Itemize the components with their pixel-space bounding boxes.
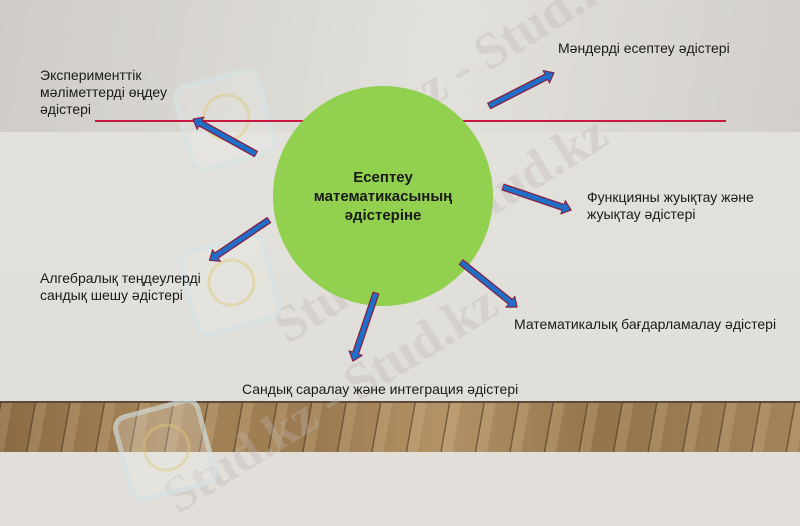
arrow-icon-to-value-computation	[485, 66, 558, 113]
arrow-icon-to-math-programming	[456, 256, 523, 314]
arrow-icon-to-experimental-data	[189, 112, 260, 161]
branch-label-numerical-diff-integration: Сандық саралау және интеграция әдістері	[242, 381, 519, 397]
central-text-line-1: Есептеу	[353, 168, 413, 186]
branch-label-function-approximation: Функцияны жуықтау және жуықтау әдістері	[587, 189, 754, 222]
central-text-line-3: әдістеріне	[344, 206, 422, 224]
arrow-icon-to-algebraic-equations	[204, 213, 274, 267]
branch-label-value-computation: Мәндерді есептеу әдістері	[558, 40, 730, 56]
central-text-line-2: математикасының	[313, 187, 453, 205]
central-concept-circle: Есептеу математикасының әдістеріне	[273, 86, 493, 306]
arrow-icon-to-function-approximation	[500, 179, 575, 218]
branch-label-experimental-data: Эксперименттік мәліметтерді өңдеу әдісте…	[40, 67, 168, 117]
central-concept-text: Есептеу математикасының әдістеріне	[288, 168, 478, 225]
branch-label-algebraic-equations: Алгебралық теңдеулерді сандық шешу әдіст…	[40, 270, 201, 303]
arrow-icon-to-numerical-diff-integration	[345, 290, 384, 365]
branch-label-math-programming: Математикалық бағдарламалау әдістері	[514, 316, 777, 332]
